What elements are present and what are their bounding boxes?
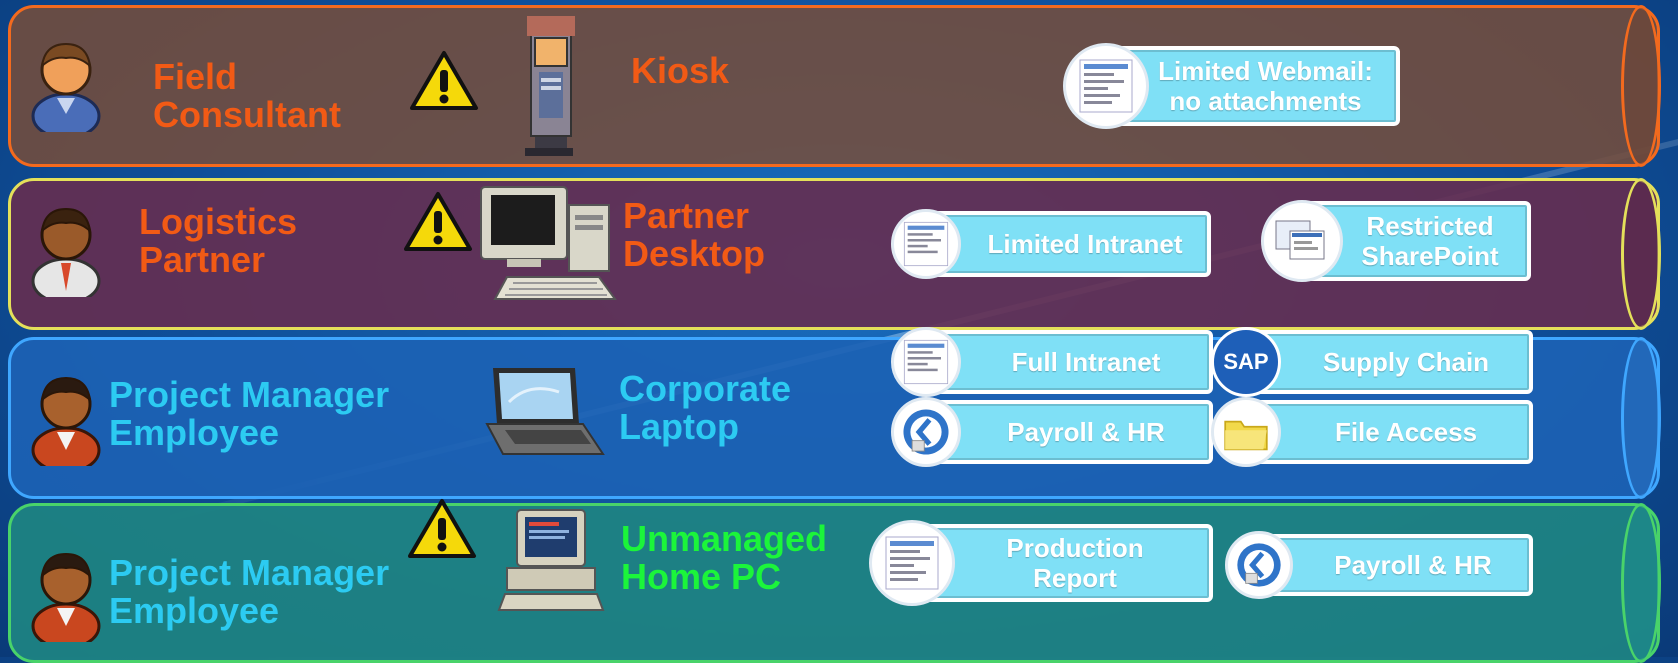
device-label: Kiosk	[631, 50, 730, 91]
home-pc-icon	[497, 509, 605, 611]
device-label: Partner Desktop	[623, 195, 766, 274]
cylinder-cap	[1621, 337, 1661, 499]
user-icon	[31, 42, 101, 132]
role-label: Field Consultant	[153, 56, 341, 135]
access-badge-restricted-sharepoint: Restricted SharePoint	[1261, 199, 1531, 283]
sharepoint-screens-icon	[1261, 200, 1343, 282]
laptop-icon	[485, 368, 605, 455]
warning-icon	[410, 51, 478, 110]
webpage-thumbnail-icon	[869, 520, 955, 606]
badge-label: Limited Webmail: no attachments	[1103, 46, 1400, 126]
badge-label: File Access	[1251, 400, 1533, 464]
webpage-thumbnail-icon	[891, 209, 961, 279]
access-badge-limited-webmail: Limited Webmail: no attachments	[1063, 43, 1400, 129]
user-icon	[31, 552, 101, 642]
device-label: Unmanaged Home PC	[621, 518, 828, 597]
warning-icon	[408, 499, 476, 558]
warning-icon	[404, 192, 472, 251]
badge-label: Payroll & HR	[931, 400, 1213, 464]
desktop-computer-icon	[480, 186, 617, 300]
badge-label: Production Report	[909, 524, 1213, 602]
webpage-thumbnail-icon	[1063, 43, 1149, 129]
access-row-home-pc: Project Manager Employee Unmanaged Home …	[8, 499, 1661, 663]
access-row-logistics-partner: Logistics Partner Partner Desktop Limite…	[8, 178, 1661, 330]
cylinder-cap	[1621, 5, 1661, 167]
sap-logo-icon: SAP	[1211, 327, 1281, 397]
access-badge-full-intranet: Full Intranet	[891, 327, 1213, 397]
role-label: Project Manager Employee	[109, 374, 390, 453]
access-badge-production-report: Production Report	[869, 520, 1213, 606]
access-badge-payroll-hr: Payroll & HR	[1225, 531, 1533, 599]
payroll-app-icon	[1225, 531, 1293, 599]
user-icon	[31, 207, 101, 297]
cylinder-cap	[1621, 178, 1661, 330]
webpage-thumbnail-icon	[891, 327, 961, 397]
role-label: Logistics Partner	[139, 201, 298, 280]
access-row-corporate-laptop: Project Manager Employee Corporate Lapto…	[8, 327, 1661, 499]
folder-icon	[1211, 397, 1281, 467]
badge-label: Supply Chain	[1251, 330, 1533, 394]
access-badge-supply-chain: SAP Supply Chain	[1211, 327, 1533, 397]
access-badge-file-access: File Access	[1211, 397, 1533, 467]
access-badge-limited-intranet: Limited Intranet	[891, 209, 1211, 279]
badge-label: Payroll & HR	[1265, 534, 1533, 596]
cylinder-cap	[1621, 503, 1661, 663]
role-label: Project Manager Employee	[109, 552, 390, 631]
kiosk-terminal-icon	[525, 16, 575, 156]
payroll-app-icon	[891, 397, 961, 467]
sap-logo-text: SAP	[1223, 349, 1269, 374]
badge-label: Limited Intranet	[931, 211, 1211, 277]
access-row-field-consultant: Field Consultant Kiosk Limited Webmail: …	[8, 5, 1661, 167]
user-icon	[31, 376, 101, 466]
badge-label: Full Intranet	[931, 330, 1213, 394]
device-label: Corporate Laptop	[619, 368, 792, 447]
access-badge-payroll-hr: Payroll & HR	[891, 397, 1213, 467]
